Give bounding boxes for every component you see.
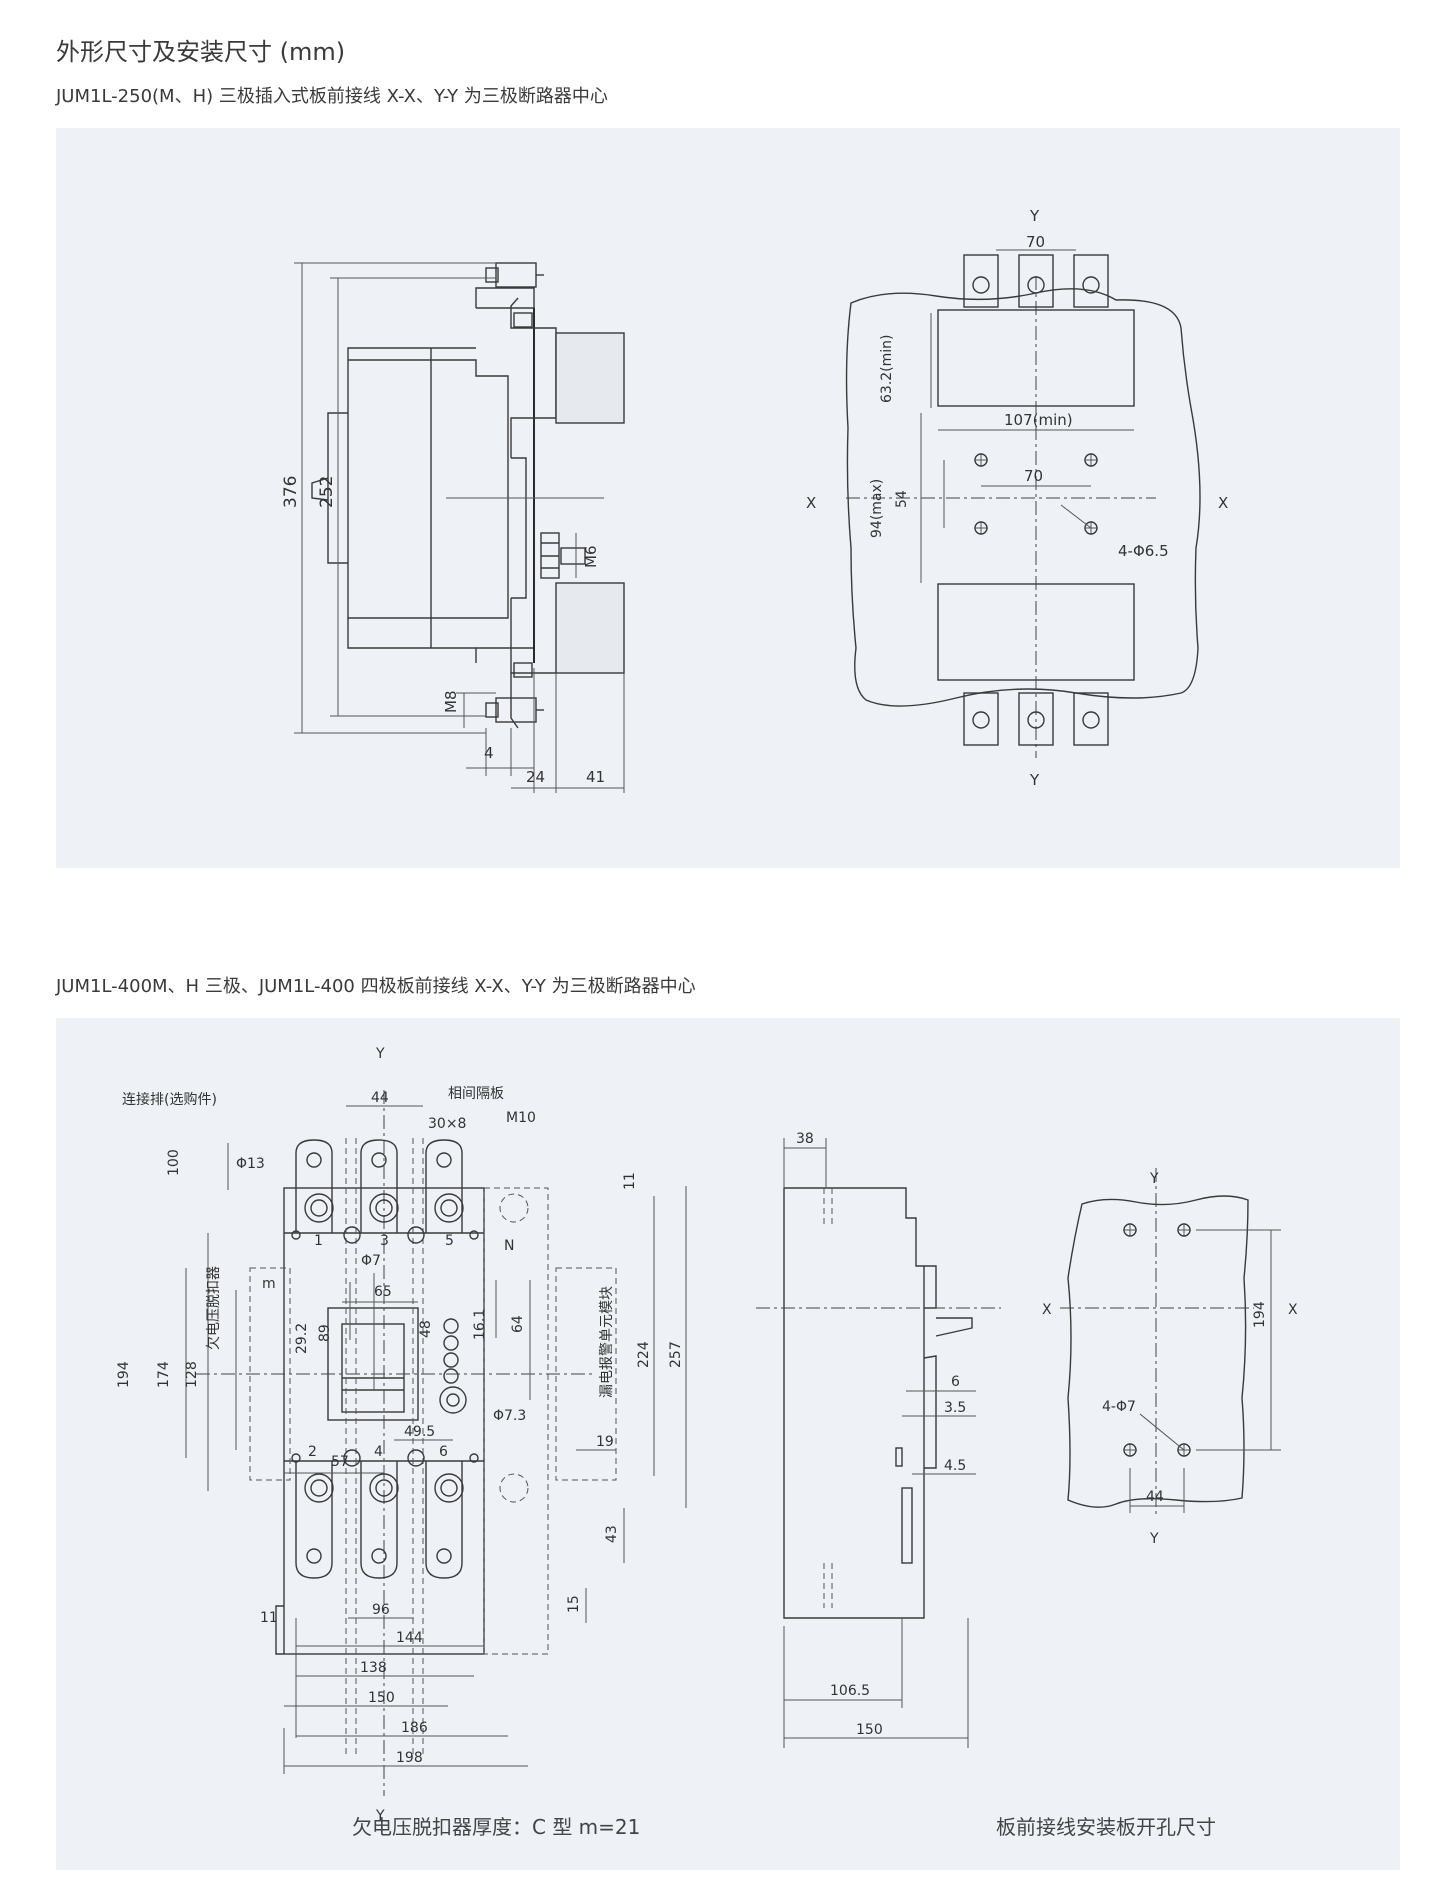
dim-63-2-min: 63.2(min) <box>879 335 895 404</box>
dim-174: 174 <box>156 1361 172 1388</box>
dim-150: 150 <box>368 1690 395 1706</box>
label-30x8: 30×8 <box>428 1116 466 1132</box>
terminal-top-1 <box>963 254 999 308</box>
axis-x-right: X <box>1288 1302 1298 1318</box>
label-phi13: Φ13 <box>236 1156 265 1172</box>
dim-65: 65 <box>374 1284 392 1300</box>
pole-3: 3 <box>380 1233 389 1249</box>
label-m: m <box>262 1276 276 1292</box>
label-phi7-3: Φ7.3 <box>493 1408 526 1424</box>
terminal-top-2 <box>1018 254 1054 308</box>
dim-194: 194 <box>116 1361 132 1388</box>
terminal-top-3 <box>1073 254 1109 308</box>
diagram-panel-1: 376 252 M6 M8 4 24 41 Y <box>56 128 1400 868</box>
dim-11-top: 11 <box>622 1172 638 1190</box>
pole-1: 1 <box>314 1233 323 1249</box>
dim-29-2: 29.2 <box>294 1323 310 1354</box>
axis-y-top: Y <box>1149 1171 1159 1187</box>
label-m10: M10 <box>506 1110 536 1126</box>
dim-252: 252 <box>317 476 337 508</box>
dim-44: 44 <box>371 1090 389 1106</box>
pole-5: 5 <box>445 1233 454 1249</box>
page-title: 外形尺寸及安装尺寸 (mm) <box>56 38 346 66</box>
caption-undervoltage-thickness: 欠电压脱扣器厚度：C 型 m=21 <box>352 1815 640 1839</box>
dim-186: 186 <box>401 1720 428 1736</box>
dim-57: 57 <box>331 1454 349 1470</box>
axis-y-top: Y <box>1029 207 1040 225</box>
label-phi7: Φ7 <box>361 1253 381 1269</box>
dim-4: 4 <box>484 744 494 762</box>
diagram-2-drawing: Y Y 连接排(选购件) 相间隔板 30×8 M10 Φ13 Φ7 N m 欠电… <box>116 1046 1298 1839</box>
label-connection-bar: 连接排(选购件) <box>122 1091 217 1108</box>
dim-43: 43 <box>604 1525 620 1543</box>
dim-48: 48 <box>418 1320 434 1338</box>
label-leakage-alarm-module: 漏电报警单元模块 <box>599 1286 615 1398</box>
dim-194-cutout: 194 <box>1252 1301 1268 1328</box>
dim-44-cutout: 44 <box>1146 1489 1164 1505</box>
dim-16-1: 16.1 <box>472 1309 488 1340</box>
dim-106-5: 106.5 <box>830 1683 870 1699</box>
pole-6: 6 <box>439 1444 448 1460</box>
terminal-bottom-3 <box>1073 692 1109 746</box>
cutout-view-400: Y Y X X 4-Φ7 194 44 <box>1042 1168 1298 1547</box>
axis-y-top: Y <box>375 1046 385 1062</box>
dim-70-top: 70 <box>1026 233 1045 251</box>
dim-107-min: 107(min) <box>1004 411 1073 429</box>
dim-376: 376 <box>281 476 301 508</box>
front-view-400: Y Y 连接排(选购件) 相间隔板 30×8 M10 Φ13 Φ7 N m 欠电… <box>116 1046 687 1824</box>
side-view-400: 38 6 3.5 4.5 106.5 150 <box>756 1131 1001 1748</box>
dim-24: 24 <box>526 768 545 786</box>
axis-x-left: X <box>1042 1302 1052 1318</box>
dim-144: 144 <box>396 1630 423 1646</box>
dim-89: 89 <box>317 1324 333 1342</box>
dim-4-phi-6-5: 4-Φ6.5 <box>1118 542 1169 560</box>
section1-caption: JUM1L-250(M、H) 三极插入式板前接线 X-X、Y-Y 为三极断路器中… <box>56 86 608 107</box>
label-phase-barrier: 相间隔板 <box>448 1086 504 1102</box>
dim-94-max: 94(max) <box>869 479 885 538</box>
dim-198: 198 <box>396 1750 423 1766</box>
dim-4-5: 4.5 <box>944 1458 966 1474</box>
section2-caption: JUM1L-400M、H 三极、JUM1L-400 四极板前接线 X-X、Y-Y… <box>56 976 696 997</box>
label-n: N <box>504 1238 514 1254</box>
side-view-250: 376 252 M6 M8 4 24 41 <box>281 262 625 793</box>
dim-3-5: 3.5 <box>944 1400 966 1416</box>
dim-138: 138 <box>360 1660 387 1676</box>
diagram-1-drawing: 376 252 M6 M8 4 24 41 Y <box>281 207 1228 793</box>
dim-6: 6 <box>951 1374 960 1390</box>
dim-96: 96 <box>372 1602 390 1618</box>
front-view-250: Y Y X X 70 63.2(min) 107(min) 70 94(max)… <box>806 207 1228 789</box>
axis-x-left: X <box>806 494 816 512</box>
dim-224: 224 <box>636 1341 652 1368</box>
dim-54: 54 <box>894 490 910 508</box>
dim-m6: M6 <box>582 546 600 569</box>
dim-38: 38 <box>796 1131 814 1147</box>
axis-y-bottom: Y <box>1149 1531 1159 1547</box>
axis-y-bottom: Y <box>375 1808 385 1824</box>
axis-x-right: X <box>1218 494 1228 512</box>
dim-19: 19 <box>596 1434 614 1450</box>
label-undervoltage-release: 欠电压脱扣器 <box>206 1266 222 1350</box>
caption-cutout-dimensions: 板前接线安装板开孔尺寸 <box>996 1815 1216 1839</box>
axis-y-bottom: Y <box>1029 771 1040 789</box>
dim-150-side: 150 <box>856 1722 883 1738</box>
dim-257: 257 <box>668 1341 684 1368</box>
dim-15: 15 <box>566 1595 582 1613</box>
dim-11-bottom: 11 <box>260 1610 278 1626</box>
dim-49-5: 49.5 <box>404 1424 435 1440</box>
terminal-bottom-2 <box>1018 692 1054 746</box>
diagram-panel-2: Y Y 连接排(选购件) 相间隔板 30×8 M10 Φ13 Φ7 N m 欠电… <box>56 1018 1400 1870</box>
dim-70-mid: 70 <box>1024 467 1043 485</box>
dim-128: 128 <box>184 1361 200 1388</box>
dim-64: 64 <box>510 1315 526 1333</box>
dim-m8: M8 <box>442 691 460 714</box>
dim-100: 100 <box>166 1149 182 1176</box>
terminal-bottom-1 <box>963 692 999 746</box>
pole-4: 4 <box>374 1444 383 1460</box>
pole-2: 2 <box>308 1444 317 1460</box>
dim-4-phi-7: 4-Φ7 <box>1102 1399 1136 1415</box>
dim-41: 41 <box>586 768 605 786</box>
